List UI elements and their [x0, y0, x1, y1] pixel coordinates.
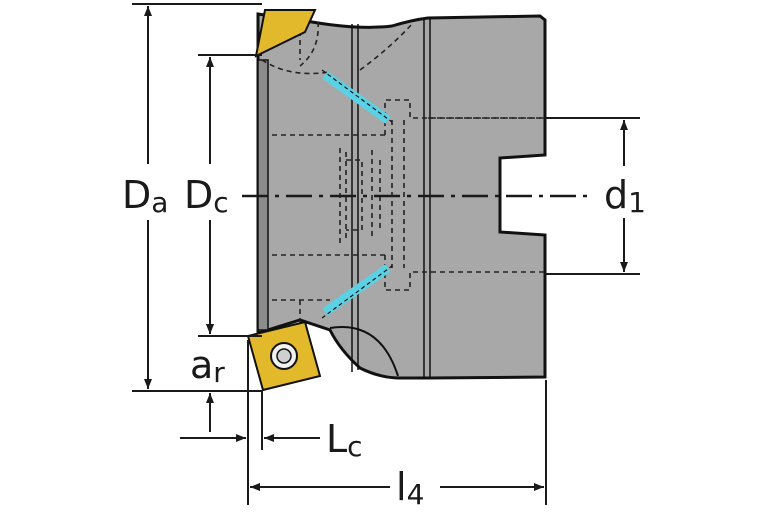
dim-da: Da	[120, 3, 262, 392]
l4-label-sub: 4	[407, 478, 425, 511]
coolant-channel-lower-edge	[321, 265, 393, 319]
l4-label: l4	[396, 465, 424, 511]
d1-label-backdrop	[602, 166, 648, 218]
cutting-insert-top	[254, 9, 317, 58]
lc-label-sub: c	[347, 430, 362, 463]
pocket-hidden-top	[261, 21, 413, 75]
dc-label-main: D	[184, 173, 213, 217]
ar-label-main: a	[190, 343, 213, 387]
d1-label-sub: 1	[628, 186, 646, 219]
coolant-channels	[321, 69, 393, 319]
dim-ar: ar	[188, 300, 234, 432]
dim-dc: Dc	[182, 54, 262, 337]
da-label: Da	[122, 173, 168, 219]
da-label-main: D	[122, 173, 151, 217]
cutting-insert-bottom	[246, 320, 322, 392]
cutter-body	[256, 12, 547, 380]
coolant-channel-lower	[322, 264, 391, 316]
insert-top-face	[254, 9, 317, 58]
lc-label-main: L	[326, 417, 347, 461]
dc-label-backdrop	[182, 164, 238, 220]
dc-label-sub: c	[213, 186, 228, 219]
d1-label-main: d	[604, 173, 628, 217]
pocket-hidden-bottom	[272, 299, 330, 330]
coolant-channel-upper	[322, 71, 391, 124]
dim-d1: d1	[545, 117, 648, 275]
d1-label: d1	[604, 173, 646, 219]
chip-pocket-curve	[329, 326, 399, 377]
lc-label: Lc	[326, 417, 363, 463]
insert-screw-socket	[276, 348, 292, 364]
bore-lower	[272, 254, 548, 291]
coolant-channel-upper-edge	[321, 69, 393, 123]
inner-step	[391, 120, 405, 268]
da-label-backdrop	[120, 164, 176, 220]
hidden-lines	[261, 21, 548, 330]
ar-label-sub: r	[213, 356, 225, 389]
dim-lc: Lc	[180, 340, 363, 505]
bore-upper	[272, 99, 548, 136]
ar-label-backdrop	[188, 340, 234, 386]
dc-label: Dc	[184, 173, 229, 219]
da-label-sub: a	[151, 186, 168, 219]
body-silhouette	[256, 12, 547, 380]
dim-l4: l4	[250, 380, 547, 511]
ar-label: ar	[190, 343, 225, 389]
l4-label-main: l	[396, 465, 407, 509]
thread-lines	[346, 150, 381, 240]
